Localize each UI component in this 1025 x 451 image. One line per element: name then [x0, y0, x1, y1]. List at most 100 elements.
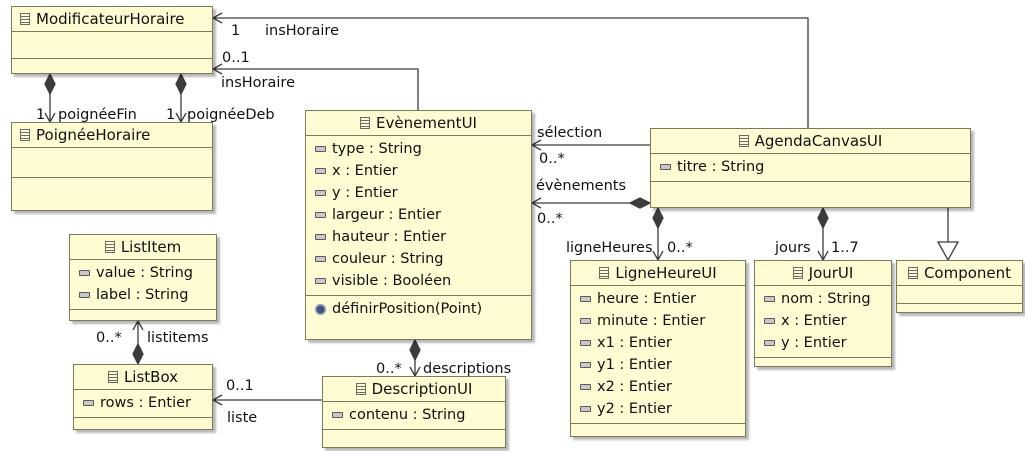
attributes-compartment [12, 148, 212, 178]
attributes-compartment [897, 286, 1022, 304]
attribute-icon [580, 296, 591, 302]
role-descriptions: descriptions [423, 361, 512, 377]
attribute: visible : Booléen [306, 270, 531, 292]
attribute-icon [764, 296, 775, 302]
attribute-icon [660, 164, 671, 170]
class-component[interactable]: Component [896, 260, 1023, 313]
multiplicity-poigneeDeb: 1 [166, 107, 176, 123]
attribute-icon [315, 278, 326, 284]
class-name: AgendaCanvasUI [754, 132, 883, 150]
role-liste: liste [227, 410, 258, 426]
arrowhead-evenements [530, 197, 542, 209]
class-header: ListItem [70, 235, 216, 260]
role-evenements: évènements [536, 178, 627, 194]
arrowhead-listitems [132, 319, 144, 331]
attribute-icon [315, 146, 326, 152]
class-modificateur-horaire[interactable]: ModificateurHoraire [11, 6, 213, 74]
arrowhead-insHoraire-2 [211, 63, 223, 75]
class-description-ui[interactable]: DescriptionUI contenu : String [322, 376, 506, 448]
class-icon [20, 129, 30, 141]
arrowhead-insHoraire-1 [211, 12, 223, 24]
class-header: ListBox [74, 365, 212, 390]
role-poigneeDeb: poignéeDeb [187, 107, 275, 123]
attributes-compartment: contenu : String [323, 402, 505, 430]
arrowhead-selection [530, 139, 542, 151]
attribute-icon [580, 340, 591, 346]
attribute: y : Entier [306, 182, 531, 204]
operations-compartment: définirPosition(Point) [306, 296, 531, 323]
arrowhead-liste [211, 394, 223, 406]
attribute-icon [580, 406, 591, 412]
diamond-poigneeFin [44, 72, 56, 96]
multiplicity-evenements: 0..* [537, 211, 563, 227]
attribute: value : String [70, 262, 216, 284]
class-header: Component [897, 261, 1022, 286]
class-list-box[interactable]: ListBox rows : Entier [73, 364, 213, 430]
attributes-compartment: value : String label : String [70, 260, 216, 310]
attribute: heure : Entier [571, 288, 745, 310]
class-icon [355, 383, 366, 395]
attribute-icon [83, 400, 94, 406]
class-name: PoignéeHoraire [36, 126, 151, 144]
role-insHoraire-2: insHoraire [221, 75, 295, 91]
class-icon [738, 135, 749, 147]
attributes-compartment: rows : Entier [74, 390, 212, 418]
attributes-compartment: titre : String [651, 154, 970, 182]
class-header: EvènementUI [306, 111, 531, 136]
class-poignee-horaire[interactable]: PoignéeHoraire [11, 122, 213, 211]
attribute-icon [580, 384, 591, 390]
multiplicity-jours: 1..7 [831, 240, 859, 256]
multiplicity-poigneeFin: 1 [36, 107, 46, 123]
class-icon [104, 241, 115, 253]
assoc-agenda-insHoraire [213, 17, 809, 128]
attribute-icon [315, 212, 326, 218]
multiplicity-insHoraire-1: 1 [231, 23, 241, 39]
attributes-compartment [12, 32, 212, 59]
class-icon [20, 13, 30, 25]
attribute-icon [580, 318, 591, 324]
class-name: JourUI [808, 264, 854, 282]
role-jours: jours [775, 240, 811, 256]
class-evenement-ui[interactable]: EvènementUI type : String x : Entier y :… [305, 110, 532, 340]
attributes-compartment: heure : Entier minute : Entier x1 : Enti… [571, 286, 745, 424]
class-ligne-heure-ui[interactable]: LigneHeureUI heure : Entier minute : Ent… [570, 260, 746, 437]
class-header: AgendaCanvasUI [651, 129, 970, 154]
class-agenda-canvas-ui[interactable]: AgendaCanvasUI titre : String [650, 128, 971, 208]
attribute: y1 : Entier [571, 354, 745, 376]
class-name: EvènementUI [376, 114, 477, 132]
class-icon [599, 267, 610, 279]
role-ligneHeures: ligneHeures [566, 240, 653, 256]
multiplicity-listitems: 0..* [96, 330, 122, 346]
attribute: titre : String [651, 156, 970, 178]
triangle-component [936, 241, 960, 262]
attribute-icon [315, 168, 326, 174]
class-icon [107, 371, 118, 383]
attribute-icon [764, 340, 775, 346]
class-name: Component [923, 264, 1012, 282]
diamond-ligneHeures [652, 206, 664, 230]
multiplicity-descriptions: 0..* [376, 361, 402, 377]
class-header: ModificateurHoraire [12, 7, 212, 32]
attribute: rows : Entier [74, 392, 212, 414]
class-jour-ui[interactable]: JourUI nom : String x : Entier y : Entie… [754, 260, 892, 367]
assoc-evenement-insHoraire [213, 68, 419, 110]
class-icon [907, 267, 918, 279]
class-list-item[interactable]: ListItem value : String label : String [69, 234, 217, 321]
class-icon [360, 117, 371, 129]
attribute: couleur : String [306, 248, 531, 270]
class-name: ListBox [123, 368, 179, 386]
class-name: LigneHeureUI [615, 264, 717, 282]
attribute-icon [79, 292, 90, 298]
attribute: y2 : Entier [571, 398, 745, 420]
attribute: x2 : Entier [571, 376, 745, 398]
multiplicity-ligneHeures: 0..* [667, 240, 693, 256]
role-poigneeFin: poignéeFin [58, 107, 137, 123]
attribute: nom : String [755, 288, 891, 310]
role-insHoraire-1: insHoraire [265, 23, 339, 39]
attribute: y : Entier [755, 332, 891, 354]
attribute: largeur : Entier [306, 204, 531, 226]
attribute: type : String [306, 138, 531, 160]
attribute-icon [315, 234, 326, 240]
attribute: contenu : String [323, 404, 505, 426]
